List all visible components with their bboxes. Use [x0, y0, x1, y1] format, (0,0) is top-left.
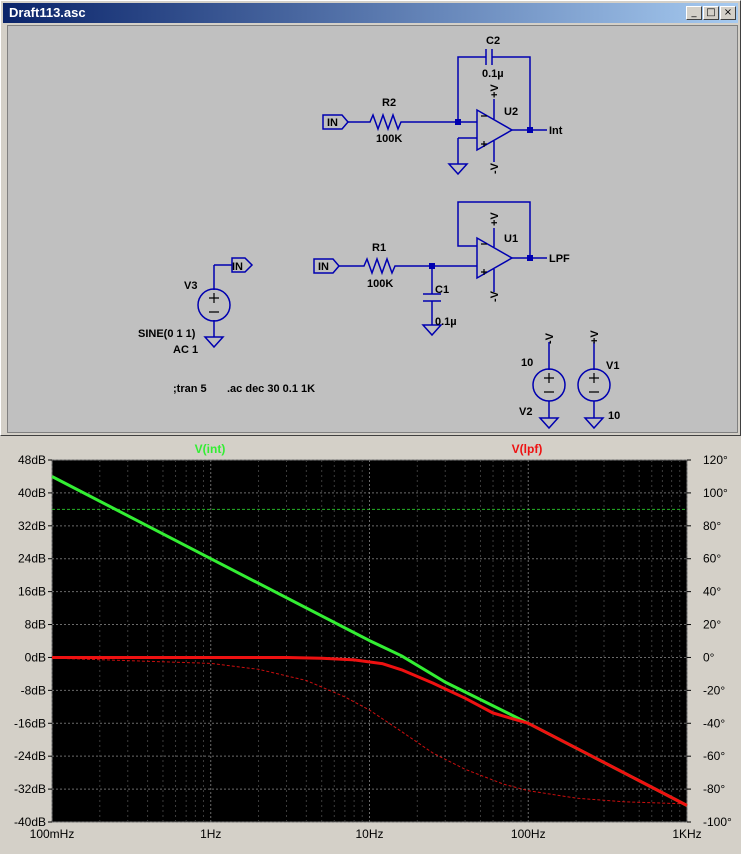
v1-value: 10: [608, 410, 620, 422]
y2-tick-label: -20°: [703, 683, 725, 697]
u1-name: U1: [504, 233, 518, 245]
y-tick-label: 48dB: [18, 453, 46, 467]
y-tick-label: 8dB: [25, 618, 46, 632]
r1-value: 100K: [367, 278, 393, 290]
x-tick-label: 100Hz: [511, 827, 546, 841]
x-tick-label: 100mHz: [30, 827, 75, 841]
c2-name: C2: [486, 35, 500, 47]
u1-vminus: -V: [489, 290, 501, 302]
trace-label-vint[interactable]: V(int): [195, 442, 226, 456]
v2-name: V2: [519, 406, 532, 418]
in-port-3: IN: [232, 261, 243, 273]
y2-tick-label: -40°: [703, 716, 725, 730]
window-title: Draft113.asc: [9, 5, 86, 20]
y-tick-label: -24dB: [14, 749, 46, 763]
v3-spec: SINE(0 1 1): [138, 328, 196, 340]
y2-tick-label: -80°: [703, 782, 725, 796]
c1-value: 0.1µ: [435, 316, 457, 328]
schematic-svg: C2 0.1µ R2 100K U2 +V -V Int IN R1 100K …: [138, 35, 620, 430]
y-tick-label: 0dB: [25, 650, 46, 664]
y-tick-label: -40dB: [14, 815, 46, 829]
u1-vplus: +V: [489, 212, 501, 226]
u2-vplus: +V: [489, 84, 501, 98]
y-tick-label: 24dB: [18, 552, 46, 566]
r1-name: R1: [372, 242, 386, 254]
y2-tick-label: -60°: [703, 749, 725, 763]
y-tick-label: -16dB: [14, 716, 46, 730]
tran-directive[interactable]: ;tran 5: [173, 383, 207, 395]
v3-name: V3: [184, 280, 197, 292]
y2-tick-label: 100°: [703, 486, 728, 500]
y-tick-label: -8dB: [21, 683, 46, 697]
y2-tick-label: 120°: [703, 453, 728, 467]
v2-value: 10: [521, 357, 533, 369]
c1-name: C1: [435, 284, 449, 296]
r2-name: R2: [382, 97, 396, 109]
bode-plot[interactable]: 100mHz 1Hz 10Hz 100Hz 1KHz 48dB 40dB 32dB 24dB 16…: [0, 438, 741, 854]
y2-tick-label: 0°: [703, 650, 715, 664]
schematic-canvas[interactable]: C2 0.1µ R2 100K U2 +V -V Int IN R1 100K …: [7, 25, 738, 433]
v2-net: -V: [544, 332, 556, 344]
y2-tick-label: 80°: [703, 519, 721, 533]
y-tick-label: 16dB: [18, 585, 46, 599]
v1-net: +V: [589, 330, 601, 344]
y2-tick-label: 20°: [703, 618, 721, 632]
minimize-button[interactable]: _: [686, 6, 702, 20]
v1-name: V1: [606, 360, 619, 372]
in-port-1: IN: [327, 117, 338, 129]
waveform-window[interactable]: 100mHz 1Hz 10Hz 100Hz 1KHz 48dB 40dB 32dB 24dB 16…: [0, 438, 741, 854]
close-button[interactable]: ×: [720, 6, 736, 20]
in-port-2: IN: [318, 261, 329, 273]
y-tick-label: 32dB: [18, 519, 46, 533]
ac-directive[interactable]: .ac dec 30 0.1 1K: [227, 383, 315, 395]
y-tick-label: 40dB: [18, 486, 46, 500]
v3-ac: AC 1: [173, 344, 198, 356]
schematic-window: Draft113.asc _ □ ×: [0, 0, 741, 436]
title-bar[interactable]: Draft113.asc _ □ ×: [3, 3, 738, 23]
u2-name: U2: [504, 106, 518, 118]
y2-tick-label: 40°: [703, 585, 721, 599]
c2-value: 0.1µ: [482, 68, 504, 80]
x-tick-label: 10Hz: [355, 827, 383, 841]
trace-label-vlpf[interactable]: V(lpf): [512, 442, 543, 456]
series-v-lpf-phase: [51, 657, 688, 805]
lpf-net-label: LPF: [549, 253, 570, 265]
y-tick-label: -32dB: [14, 782, 46, 796]
r2-value: 100K: [376, 133, 402, 145]
y2-tick-label: -100°: [703, 815, 732, 829]
x-tick-label: 1KHz: [672, 827, 701, 841]
maximize-button[interactable]: □: [703, 6, 719, 20]
u2-vminus: -V: [489, 162, 501, 174]
y2-tick-label: 60°: [703, 552, 721, 566]
series-v-lpf-magnitude[interactable]: [52, 656, 688, 807]
x-tick-label: 1Hz: [200, 827, 221, 841]
int-net-label: Int: [549, 125, 563, 137]
